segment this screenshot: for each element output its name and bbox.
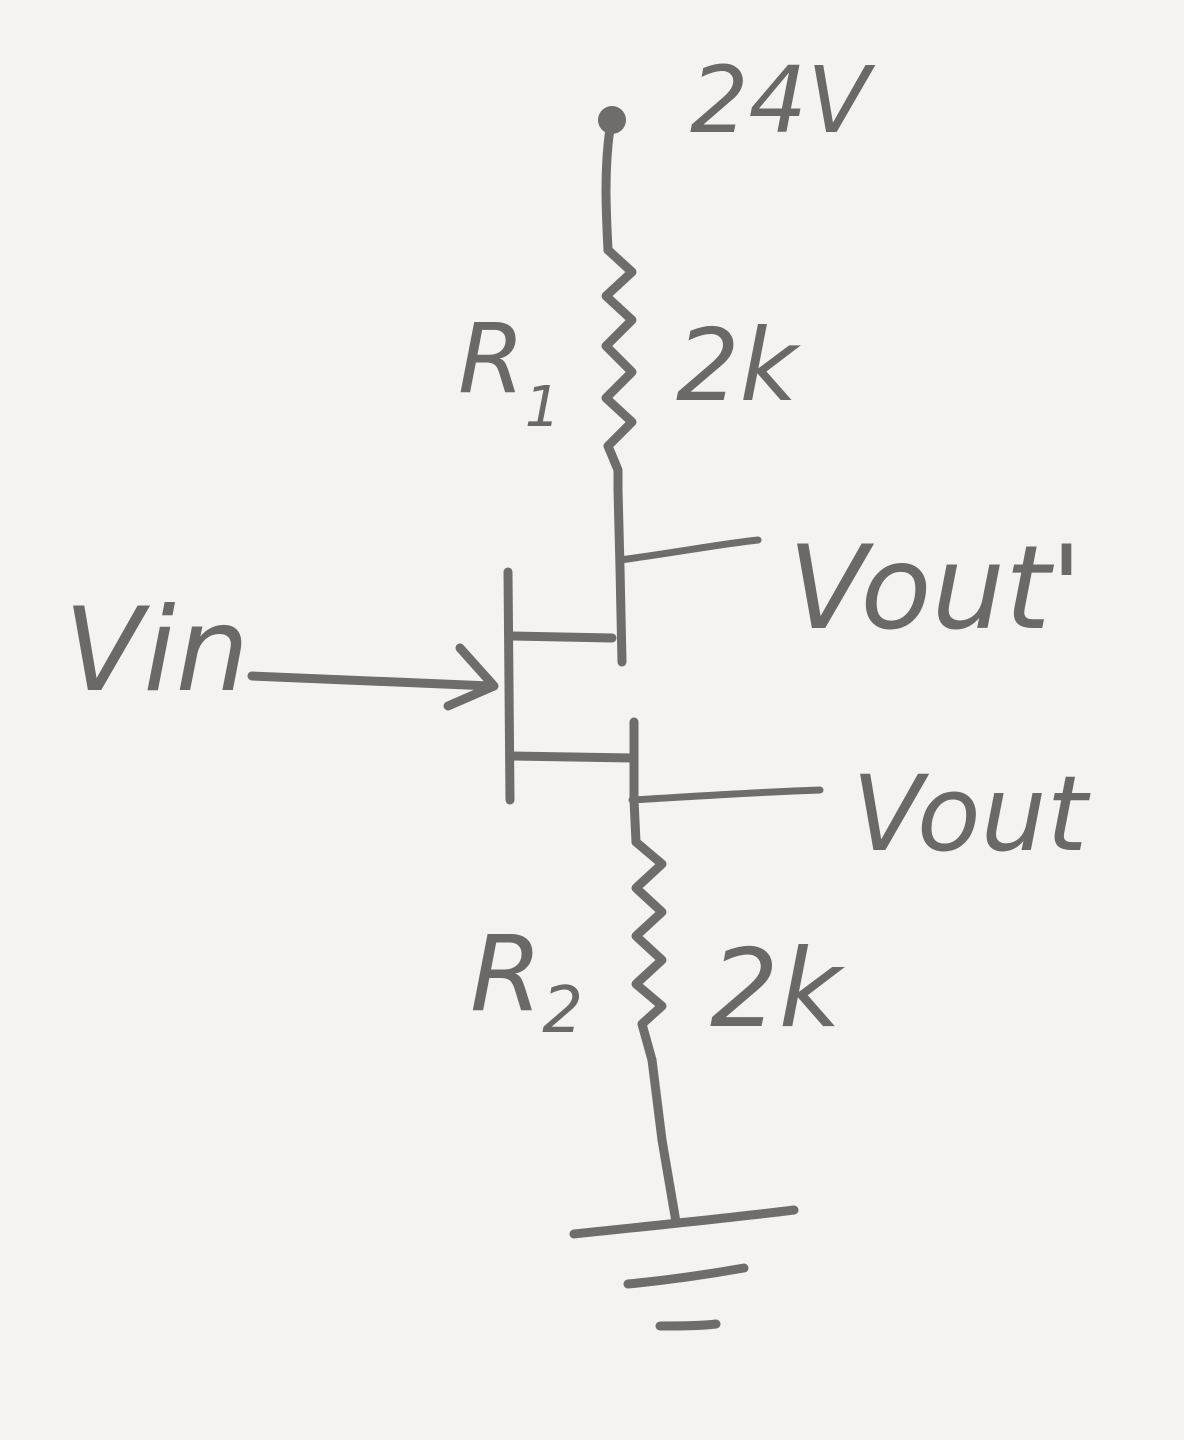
ground-wire [647,1055,681,1227]
drain-output-label: Vout' [788,521,1082,656]
input-wire [247,671,495,691]
resistor-r2-value: 2k [710,927,846,1052]
drain-wire [613,485,627,667]
input-arrow-head [443,643,499,711]
supply-terminal-dot [598,106,626,134]
source-wire [629,795,641,847]
supply-voltage-label: 24V [690,47,876,154]
transistor-gate-plate [503,567,515,805]
transistor-source-stub [507,751,637,763]
ground-icon [569,1205,799,1331]
resistor-r2-label: R2 [470,913,583,1048]
resistor-r1-symbol [601,245,637,495]
resistor-r1-value: 2k [676,307,802,424]
resistor-r1-name: R [458,303,525,415]
input-label: Vin [64,583,249,718]
resistor-r2-symbol [631,837,667,1065]
transistor-drain-stub [507,631,617,643]
drain-output-tap [616,536,762,564]
resistor-r2-name: R [470,913,542,1035]
supply-wire [601,123,615,255]
resistor-r1-subscript: 1 [525,375,561,440]
resistor-r2-subscript: 2 [542,974,583,1048]
source-output-label: Vout [852,753,1091,875]
source-output-tap [628,786,824,804]
resistor-r1-label: R1 [458,303,560,440]
